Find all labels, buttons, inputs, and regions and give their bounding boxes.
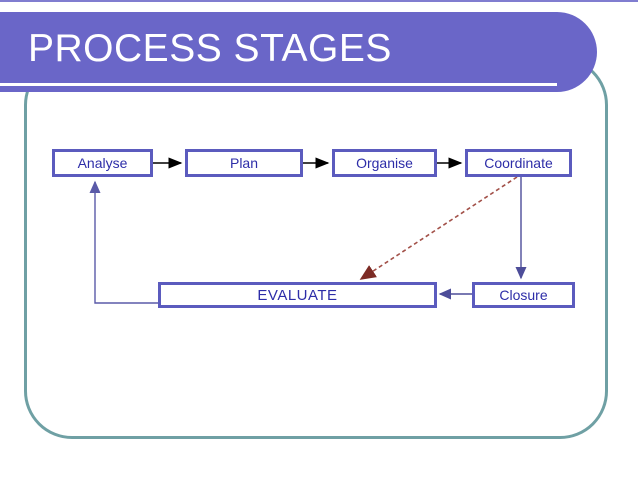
stage-label-organise: Organise (356, 155, 413, 171)
slide-title: PROCESS STAGES (28, 27, 392, 70)
stage-box-coordinate: Coordinate (465, 149, 572, 177)
stage-label-closure: Closure (499, 287, 548, 303)
top-accent-line (0, 0, 638, 2)
stage-box-analyse: Analyse (52, 149, 153, 177)
stage-box-organise: Organise (332, 149, 437, 177)
stage-label-coordinate: Coordinate (484, 155, 553, 171)
connector-coordinate-evaluate-dashed (359, 176, 518, 280)
stage-label-analyse: Analyse (77, 155, 128, 171)
title-band: PROCESS STAGES (0, 12, 597, 92)
stage-label-evaluate: EVALUATE (257, 286, 338, 304)
title-underline (0, 83, 557, 86)
stage-box-evaluate: EVALUATE (158, 282, 437, 308)
stage-box-plan: Plan (185, 149, 303, 177)
stage-label-plan: Plan (229, 155, 259, 171)
stage-box-closure: Closure (472, 282, 575, 308)
connector-evaluate-analyse-feedback (89, 180, 158, 304)
